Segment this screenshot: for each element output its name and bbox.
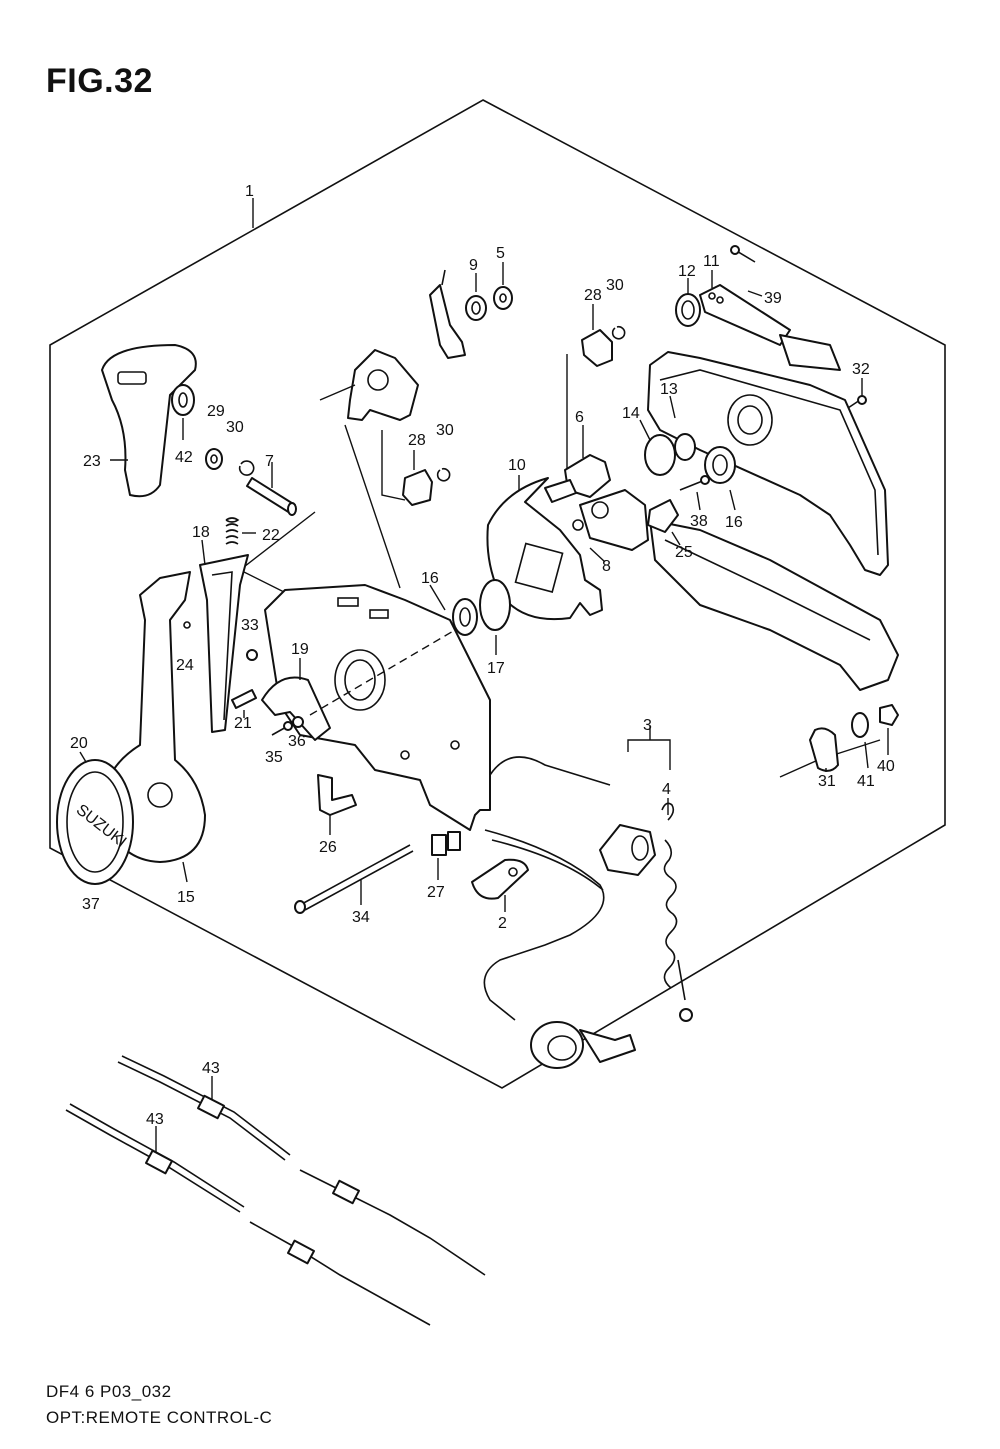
callout-17: 17 bbox=[487, 660, 505, 677]
figure-code: DF4 6 P03_032 bbox=[46, 1382, 172, 1401]
callout-16b: 16 bbox=[725, 514, 743, 531]
callout-40: 40 bbox=[877, 758, 895, 775]
callout-4: 4 bbox=[662, 781, 671, 798]
figure-caption: OPT:REMOTE CONTROL-C bbox=[46, 1408, 273, 1427]
callout-18: 18 bbox=[192, 524, 210, 541]
callout-12: 12 bbox=[678, 263, 696, 280]
callout-6: 6 bbox=[575, 409, 584, 426]
callout-2: 2 bbox=[498, 915, 507, 932]
callout-37: 37 bbox=[82, 896, 100, 913]
callout-labels: 1234567891011121314151616171819202122232… bbox=[70, 183, 895, 1128]
callout-15: 15 bbox=[177, 889, 195, 906]
callout-16a: 16 bbox=[421, 570, 439, 587]
callout-3: 3 bbox=[643, 717, 652, 734]
callout-23: 23 bbox=[83, 453, 101, 470]
figure-title: FIG.32 bbox=[46, 62, 153, 100]
assembly-boundary bbox=[49, 99, 946, 1089]
callout-1: 1 bbox=[245, 183, 254, 200]
lever-cap-part: SUZUKI bbox=[56, 759, 134, 885]
callout-20: 20 bbox=[70, 735, 88, 752]
callout-36: 36 bbox=[288, 733, 306, 750]
callout-14: 14 bbox=[622, 405, 640, 422]
callout-24: 24 bbox=[176, 657, 194, 674]
lever-arm-part bbox=[199, 554, 249, 733]
callout-13: 13 bbox=[660, 381, 678, 398]
callout-34: 34 bbox=[352, 909, 370, 926]
callout-30c: 30 bbox=[606, 277, 624, 294]
callout-35: 35 bbox=[265, 749, 283, 766]
callout-19: 19 bbox=[291, 641, 309, 658]
callout-28a: 28 bbox=[408, 432, 426, 449]
callout-27: 27 bbox=[427, 884, 445, 901]
callout-43a: 43 bbox=[202, 1060, 220, 1077]
long-bolt-part bbox=[294, 844, 414, 914]
callout-26: 26 bbox=[319, 839, 337, 856]
callout-22: 22 bbox=[262, 527, 280, 544]
callout-29: 29 bbox=[207, 403, 225, 420]
handle-grip-part bbox=[101, 344, 197, 498]
callout-9: 9 bbox=[469, 257, 478, 274]
callout-38: 38 bbox=[690, 513, 708, 530]
callout-10: 10 bbox=[508, 457, 526, 474]
pin-part bbox=[246, 477, 297, 516]
callout-32: 32 bbox=[852, 361, 870, 378]
shift-cable-2 bbox=[65, 1103, 431, 1326]
callout-30b: 30 bbox=[436, 422, 454, 439]
callout-42: 42 bbox=[175, 449, 193, 466]
callout-39: 39 bbox=[764, 290, 782, 307]
callout-43b: 43 bbox=[146, 1111, 164, 1128]
callout-5: 5 bbox=[496, 245, 505, 262]
callout-30a: 30 bbox=[226, 419, 244, 436]
callout-21: 21 bbox=[234, 715, 252, 732]
callout-11: 11 bbox=[703, 253, 720, 270]
control-housing-part bbox=[264, 584, 491, 831]
callout-7: 7 bbox=[265, 453, 274, 470]
callout-8: 8 bbox=[602, 558, 611, 575]
cam-plate-part bbox=[486, 477, 603, 621]
callout-31: 31 bbox=[818, 773, 836, 790]
shift-cable-1 bbox=[117, 1055, 486, 1276]
callout-41: 41 bbox=[857, 773, 875, 790]
stop-switch-part bbox=[599, 824, 656, 876]
callout-33: 33 bbox=[241, 617, 259, 634]
callout-28b: 28 bbox=[584, 287, 602, 304]
callout-25: 25 bbox=[675, 544, 693, 561]
